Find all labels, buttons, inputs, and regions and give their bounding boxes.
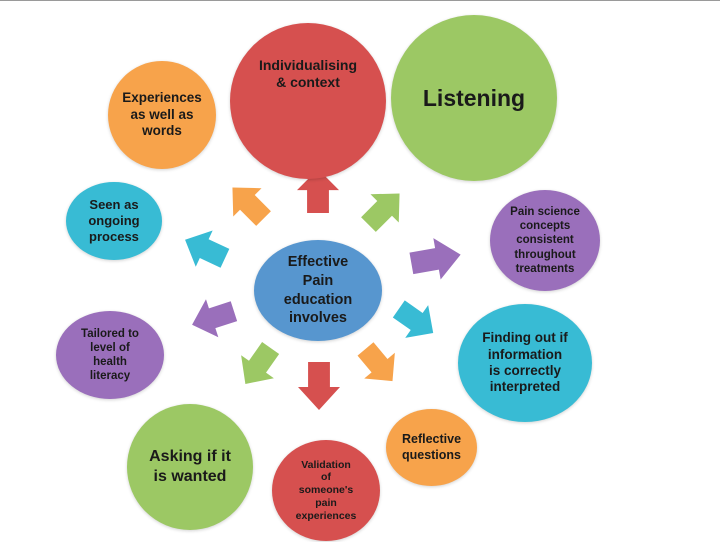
node-tailored: Tailored to level of health literacy bbox=[56, 311, 164, 399]
node-validation: Validation of someone's pain experiences bbox=[272, 440, 380, 541]
arrow-to-seen bbox=[185, 230, 230, 268]
arrow-to-tailored bbox=[192, 299, 238, 338]
node-listening-label: Listening bbox=[422, 84, 526, 111]
node-individualising-label: Individualising & context bbox=[258, 56, 357, 90]
node-seen: Seen as ongoing process bbox=[66, 182, 162, 260]
node-listening: Listening bbox=[391, 15, 557, 181]
node-asking-if-label: Asking if it is wanted bbox=[149, 448, 231, 485]
arrow-to-reflective bbox=[357, 342, 395, 382]
arrow-to-experiences bbox=[232, 187, 271, 226]
node-individualising: Individualising & context bbox=[230, 23, 386, 179]
node-validation-label: Validation of someone's pain experiences bbox=[295, 458, 357, 522]
arrow-to-pain-science bbox=[409, 238, 461, 280]
center-label: Effective Pain education involves bbox=[283, 253, 353, 327]
node-finding-out: Finding out if information is correctly … bbox=[458, 304, 592, 422]
arrow-to-listening bbox=[361, 193, 400, 232]
arrow-to-finding-out bbox=[392, 300, 434, 338]
node-pain-science-label: Pain science concepts consistent through… bbox=[510, 206, 580, 275]
arrow-to-individualising bbox=[297, 169, 339, 213]
node-experiences-label: Experiences as well as words bbox=[122, 90, 202, 139]
arrow-to-validation bbox=[298, 362, 340, 410]
node-asking-if: Asking if it is wanted bbox=[127, 404, 253, 530]
node-reflective: Reflective questions bbox=[386, 409, 477, 486]
node-pain-science: Pain science concepts consistent through… bbox=[490, 190, 600, 291]
node-tailored-label: Tailored to level of health literacy bbox=[81, 327, 139, 383]
node-reflective-label: Reflective questions bbox=[401, 432, 462, 462]
center-node: Effective Pain education involves bbox=[254, 240, 382, 341]
arrow-to-asking-if bbox=[241, 342, 280, 385]
node-finding-out-label: Finding out if information is correctly … bbox=[482, 330, 568, 395]
node-experiences: Experiences as well as words bbox=[108, 61, 216, 169]
node-seen-label: Seen as ongoing process bbox=[88, 197, 140, 244]
